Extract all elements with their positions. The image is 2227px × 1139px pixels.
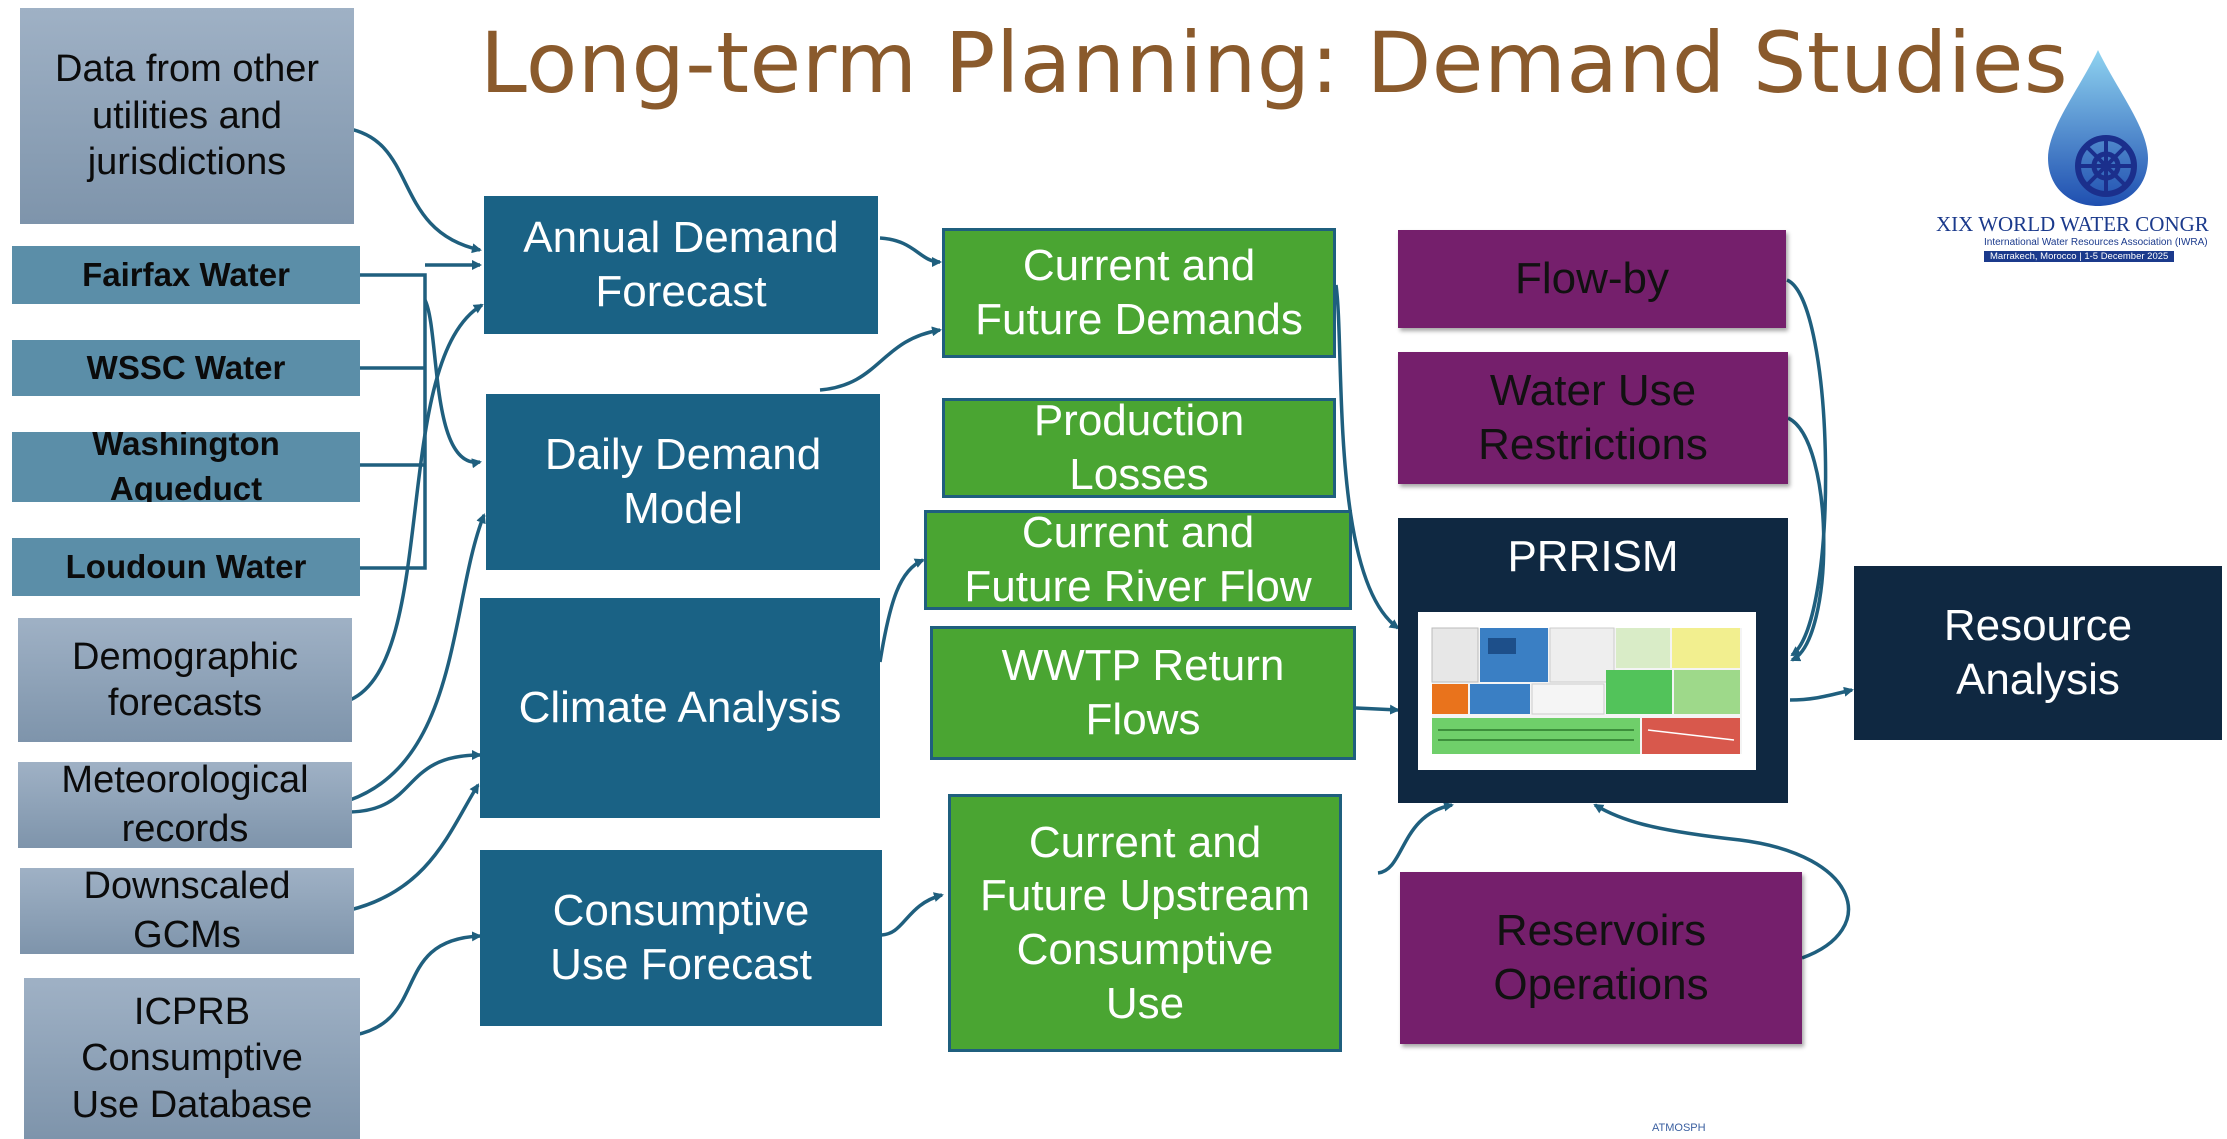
arrow-wwtp-to-prrism — [1355, 704, 1400, 715]
operation-reservoirs: Reservoirs Operations — [1400, 872, 1802, 1044]
arrow-other-to-annual — [344, 126, 482, 254]
source-loudoun-water: Loudoun Water — [12, 538, 360, 596]
model-climate-analysis: Climate Analysis — [480, 598, 880, 818]
source-wssc-water: WSSC Water — [12, 340, 360, 396]
arrow-icprb-to-consumptive — [354, 931, 482, 1037]
output-river-flow: Current and Future River Flow — [924, 510, 1352, 610]
source-meteorological-records: Meteorological records — [18, 762, 352, 848]
arrow-upstream-to-prrism — [1377, 801, 1454, 875]
output-wwtp-return-flows: WWTP Return Flows — [930, 626, 1356, 760]
arrow-consumptive-to-upstream — [879, 892, 944, 937]
logo-date: Marrakech, Morocco | 1-5 December 2025 — [1984, 251, 2175, 262]
source-other-utilities: Data from other utilities and jurisdicti… — [20, 8, 354, 224]
model-daily-demand: Daily Demand Model — [486, 394, 880, 570]
logo-subtitle: International Water Resources Associatio… — [1984, 237, 2208, 248]
arrow-utilities-to-daily — [423, 299, 482, 469]
operation-flow-by: Flow-by — [1398, 230, 1786, 328]
prrism-model: PRRISM — [1398, 518, 1788, 803]
operation-water-use-restrictions: Water Use Restrictions — [1398, 352, 1788, 484]
source-washington-aqueduct: Washington Aqueduct — [12, 432, 360, 502]
arrow-demands-to-prrism — [1334, 284, 1400, 630]
arrow-demographic-to-annual — [349, 303, 484, 702]
arrow-daily-to-demands — [819, 326, 942, 392]
arrow-reservoirs-to-prrism — [1593, 803, 1851, 960]
source-fairfax-water: Fairfax Water — [12, 246, 360, 304]
model-consumptive-use: Consumptive Use Forecast — [480, 850, 882, 1026]
arrow-prrism-to-resource — [1789, 686, 1854, 702]
utility-bracket — [360, 273, 427, 570]
arrow-gcm-to-climate — [349, 783, 480, 912]
water-drop-icon — [2048, 50, 2148, 206]
congress-logo: XIX WORLD WATER CONGR International Wate… — [1930, 48, 2227, 262]
source-downscaled-gcms: Downscaled GCMs — [20, 868, 354, 954]
arrow-annual-to-demands — [879, 236, 942, 267]
output-production-losses: Production Losses — [942, 398, 1336, 498]
model-annual-demand: Annual Demand Forecast — [484, 196, 878, 334]
arrow-meteo-to-climate — [349, 750, 482, 814]
page-title: Long-term Planning: Demand Studies — [480, 14, 2069, 112]
arrow-restrictions-to-prrism — [1787, 416, 1826, 662]
seal-logo: ATMOSPH — [1652, 1122, 1706, 1134]
resource-analysis: Resource Analysis — [1854, 566, 2222, 740]
source-icprb-database: ICPRB Consumptive Use Database — [24, 978, 360, 1139]
arrow-flowby-to-prrism — [1786, 278, 1828, 657]
prrism-screenshot-graphic — [1431, 627, 1742, 754]
prrism-screenshot — [1418, 612, 1756, 770]
output-upstream-consumptive-use: Current and Future Upstream Consumptive … — [948, 794, 1342, 1052]
arrow-climate-to-riverflow — [878, 558, 925, 663]
arrow-meteo-to-daily — [349, 513, 486, 802]
output-current-future-demands: Current and Future Demands — [942, 228, 1336, 358]
source-demographic-forecasts: Demographic forecasts — [18, 618, 352, 742]
prrism-label: PRRISM — [1507, 532, 1679, 581]
logo-title: XIX WORLD WATER CONGR — [1936, 212, 2209, 236]
